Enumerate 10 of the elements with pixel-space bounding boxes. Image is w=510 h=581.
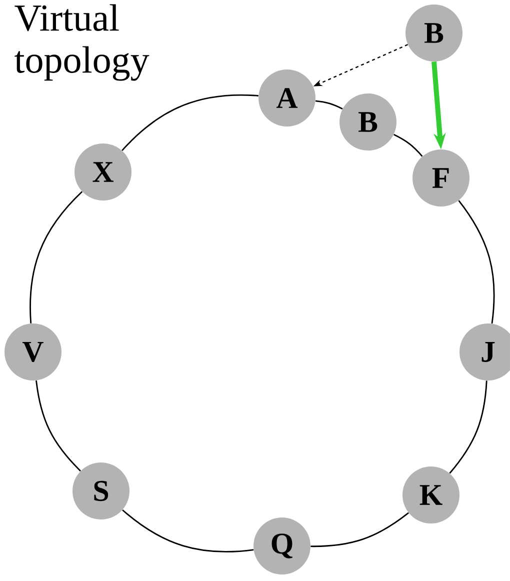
ring-arc [310,512,409,548]
ring-arc [36,380,81,472]
ring-arc [394,134,423,157]
ring-arc [458,200,495,324]
ring-arc [30,191,83,324]
ring-arc [449,380,488,474]
ring-arc [122,94,258,152]
title: Virtual topology [14,4,150,81]
ring-arc [315,100,343,110]
ring-arc [122,509,254,552]
